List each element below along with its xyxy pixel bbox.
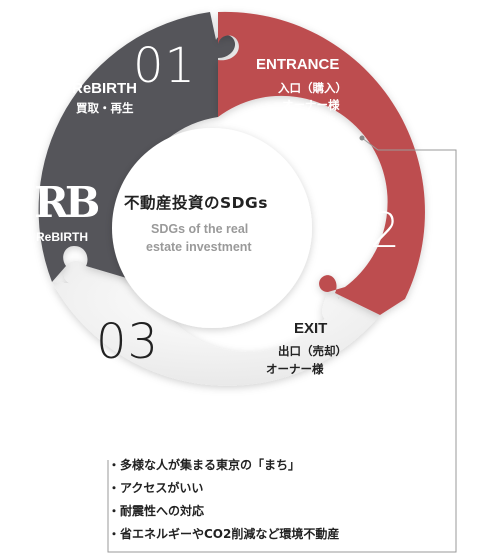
segment-03-line-2: オーナー様 (266, 362, 324, 376)
segment-03-title: EXIT (294, 320, 328, 337)
segment-entrance (218, 11, 425, 315)
segment-03-number: 03 (96, 314, 160, 370)
segment-03-line-1: 出口（売却） (278, 344, 347, 358)
segment-02-line-3: 優良物件 (290, 115, 336, 129)
segment-02-title: ENTRANCE (256, 56, 340, 73)
center-circle (112, 128, 312, 328)
rebirth-logo-mark: RB (34, 178, 100, 227)
segment-01-title: ReBIRTH (72, 80, 138, 97)
feature-bullet-1: ・多様な人が集まる東京の「まち」 (108, 458, 301, 472)
segment-01-number: 01 (133, 38, 197, 94)
feature-bullet-3: ・耐震性への対応 (108, 504, 205, 518)
rebirth-logo-name: ReBIRTH (36, 230, 89, 244)
segment-01-line-1: 買取・再生 (76, 101, 134, 115)
leader-line (107, 137, 457, 553)
center-title: 不動産投資のSDGs (124, 194, 268, 212)
feature-bullet-list: ・多様な人が集まる東京の「まち」 ・アクセスがいい ・耐震性への対応 ・省エネル… (108, 454, 339, 546)
segment-02-line-1: 入口（購入） (278, 81, 347, 95)
center-subtitle-line-2: estate investment (146, 240, 252, 254)
segment-rebirth (38, 12, 236, 285)
feature-bullet-4: ・省エネルギーやCO2削減など環境不動産 (108, 527, 340, 541)
feature-bullet-2: ・アクセスがいい (108, 481, 204, 495)
segment-exit (52, 260, 380, 386)
center-subtitle-line-1: SDGs of the real (151, 222, 249, 236)
segment-02-number: 02 (338, 203, 402, 259)
leader-dot (359, 135, 365, 141)
segment-02-line-2: オーナー様 (282, 98, 340, 112)
